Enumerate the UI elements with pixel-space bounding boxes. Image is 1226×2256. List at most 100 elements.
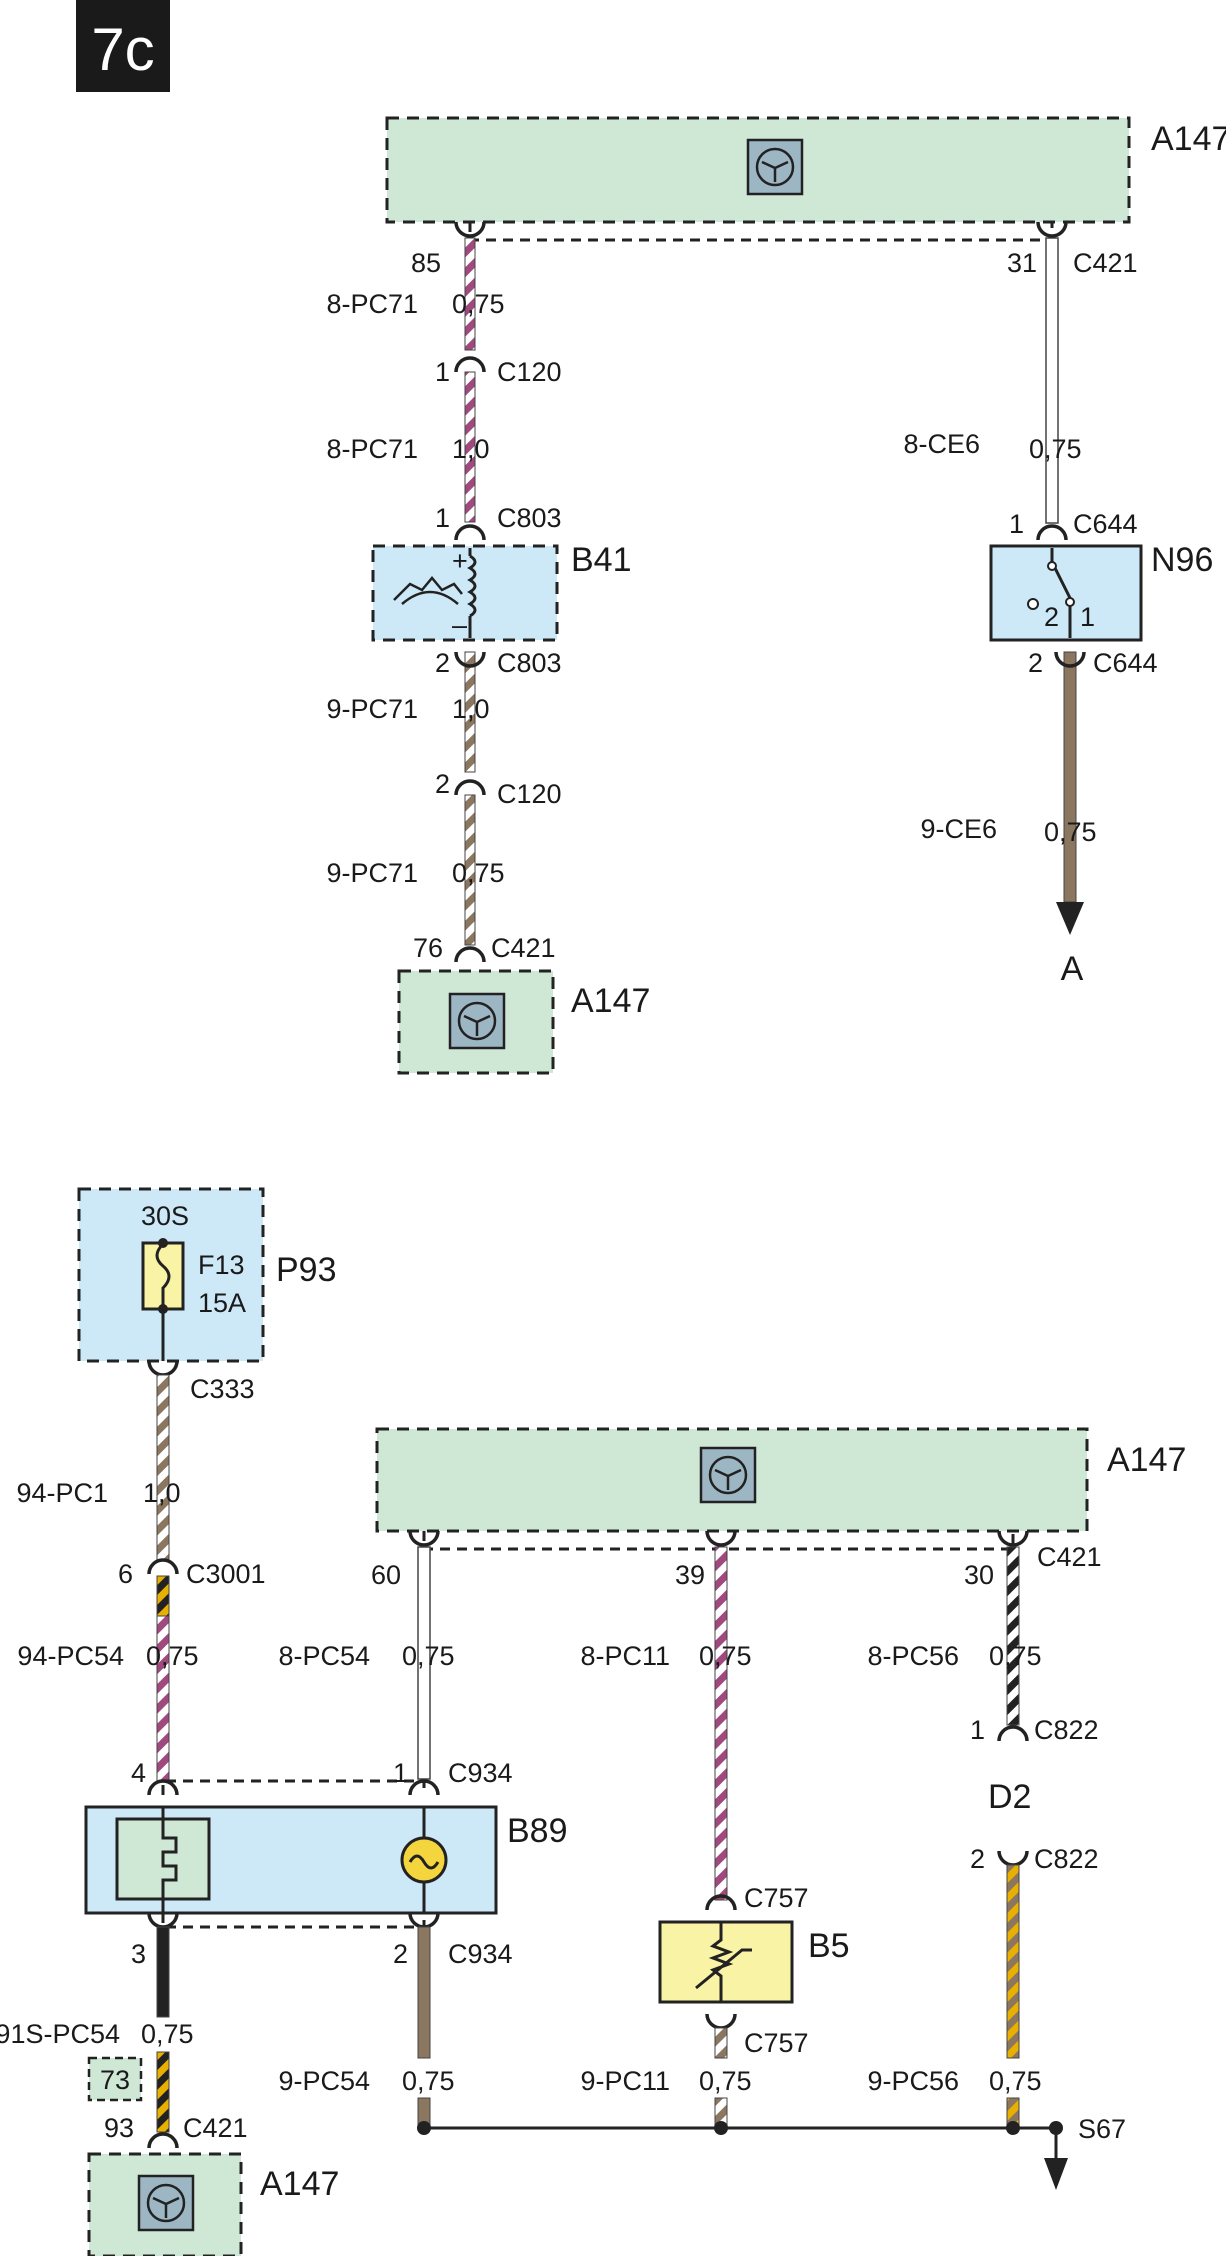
a147-small-label: A147 [571, 982, 650, 1020]
c803-label: C803 [497, 503, 562, 533]
c757-bottom-label: C757 [744, 2028, 809, 2058]
c3001-pin-label: 6 [118, 1559, 133, 1589]
wire-91spc54-a [156, 1926, 170, 2018]
a147-top-label: A147 [1151, 120, 1226, 158]
b41-label: B41 [571, 541, 632, 579]
c934-housing-bottom [161, 1913, 426, 1929]
pin-85-connector [454, 221, 486, 238]
c421-label-31: C421 [1073, 248, 1138, 278]
c644-pin2-connector [1054, 651, 1086, 668]
wire-8pc54-size: 0,75 [402, 1641, 455, 1671]
c822-pin1-connector [997, 1725, 1029, 1742]
wire-91spc54-code: 91S-PC54 [0, 2019, 120, 2049]
c934-label-2: C934 [448, 1939, 513, 1969]
n96-label: N96 [1151, 541, 1213, 579]
junction-dot [1006, 2121, 1020, 2135]
p93-fuse-box: 30S F13 15A P93 [77, 1187, 337, 1363]
pin-31-label: 31 [1007, 248, 1037, 278]
c3001-label: C3001 [186, 1559, 266, 1589]
control-unit-icon [137, 2174, 195, 2232]
page-tag-text: 7c [91, 16, 154, 83]
c822-pin2-label: 2 [970, 1844, 985, 1874]
wire-9pc11-size: 0,75 [699, 2066, 752, 2096]
b89-pin3-label: 3 [131, 1939, 146, 1969]
c3001-connector [147, 1558, 179, 1575]
c120-pin1-label: 1 [435, 357, 450, 387]
a147-module-bottom: A147 [375, 1427, 1186, 1533]
wire-8pc11-code: 8-PC11 [580, 1641, 670, 1671]
b89-component: 4 1 C934 B89 3 2 C934 [84, 1758, 568, 1969]
wire-9pc11-code: 9-PC11 [580, 2066, 670, 2096]
c934-housing-top [161, 1779, 426, 1795]
b89-label: B89 [507, 1812, 568, 1850]
switch-contact-icon [1027, 598, 1039, 610]
a147-module-small: A147 [397, 969, 650, 1075]
c822-bottom-label: C822 [1034, 1844, 1099, 1874]
wire-8ce6-code: 8-CE6 [903, 429, 980, 459]
b41-plus: + [452, 546, 468, 576]
junction-dot [714, 2121, 728, 2135]
c120-label-2: C120 [497, 779, 562, 809]
c803-pin1-connector [454, 524, 486, 541]
pin-60-label: 60 [371, 1560, 401, 1590]
d2-label: D2 [988, 1778, 1031, 1816]
coil-icon [467, 548, 477, 638]
fuse-name: F13 [198, 1250, 245, 1280]
wire-9pc71-b [464, 794, 476, 946]
c803-pin1-label: 1 [435, 503, 450, 533]
wire-94pc1-size: 1,0 [143, 1478, 181, 1508]
wire-94pc1 [156, 1374, 170, 1561]
c822-pin1-label: 1 [970, 1715, 985, 1745]
page-tag: 7c [76, 0, 170, 92]
arrow-down-icon [1056, 902, 1084, 935]
c120-pin1-connector [454, 356, 486, 373]
c644-pin2-label: 2 [1028, 648, 1043, 678]
c333-connector [147, 1360, 179, 1377]
pin-31-connector [1036, 221, 1068, 238]
n96-switch-2: 2 [1044, 602, 1059, 632]
n96-switch-1: 1 [1080, 602, 1095, 632]
pin-30-connector [997, 1530, 1029, 1547]
c644-label: C644 [1073, 509, 1138, 539]
splice-73-label: 73 [100, 2065, 130, 2095]
pin-39-label: 39 [675, 1560, 705, 1590]
c421-label-bottom: C421 [1037, 1542, 1102, 1572]
wire-8pc71-a-code: 8-PC71 [326, 289, 418, 319]
wire-9pc54-size: 0,75 [402, 2066, 455, 2096]
c803-label-2: C803 [497, 648, 562, 678]
c803-pin2-label: 2 [435, 648, 450, 678]
fuse-rating: 15A [198, 1288, 246, 1318]
junction-dot [417, 2121, 431, 2135]
wire-9pc56-code: 9-PC56 [867, 2066, 959, 2096]
arrow-a-label: A [1061, 950, 1084, 988]
n96-switch: 2 1 N96 [989, 541, 1213, 642]
wire-9pc54-code: 9-PC54 [278, 2066, 370, 2096]
b5-sensor: C757 B5 C757 [658, 1883, 850, 2058]
c822-top-label: C822 [1034, 1715, 1099, 1745]
wire-9pc71-b-size: 0,75 [452, 858, 505, 888]
wire-8pc71-a-size: 0,75 [452, 289, 505, 319]
wire-94pc54-code: 94-PC54 [17, 1641, 124, 1671]
wire-9pc71-b-code: 9-PC71 [326, 858, 418, 888]
pin-39-connector [705, 1530, 737, 1547]
c421-label-76: C421 [491, 933, 556, 963]
b89-pin1-connector [408, 1779, 440, 1796]
p93-label: P93 [276, 1251, 337, 1289]
b41-sensor: + – B41 [371, 541, 632, 642]
b89-pin4-connector [147, 1779, 179, 1796]
wire-8pc54 [417, 1546, 431, 1780]
wire-8pc71-b-size: 1,0 [452, 434, 490, 464]
wire-94pc1-code: 94-PC1 [16, 1478, 108, 1508]
wire-8pc11 [714, 1546, 728, 1901]
wire-8pc56-size: 0,75 [989, 1641, 1042, 1671]
wire-9pc71-a-size: 1,0 [452, 694, 490, 724]
b89-pin4-label: 4 [131, 1758, 146, 1788]
b89-pin1-label: 1 [393, 1758, 408, 1788]
c757-bottom-connector [705, 2013, 737, 2030]
b89-pin2-label: 2 [393, 1939, 408, 1969]
wire-9ce6-size: 0,75 [1044, 817, 1097, 847]
wire-8pc54-code: 8-PC54 [278, 1641, 370, 1671]
a147-module-top: A147 [385, 116, 1226, 224]
wire-8ce6-size: 0,75 [1029, 434, 1082, 464]
